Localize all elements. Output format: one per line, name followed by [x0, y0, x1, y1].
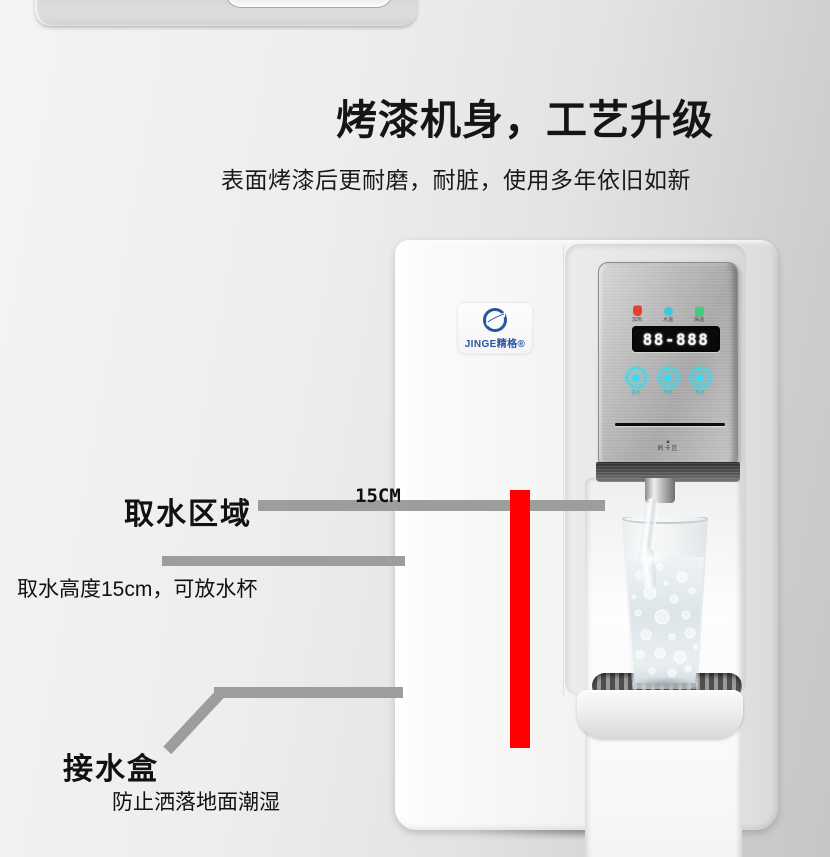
brand-name: JINGE精格® — [464, 338, 526, 350]
control-panel: 加热 水温 保温 88-888 温水 — [598, 262, 738, 468]
drip-tray-base — [577, 690, 743, 738]
status-indicator-row: 加热 水温 保温 — [599, 307, 737, 323]
led-display: 88-888 — [632, 326, 720, 352]
pickup-note-callout-line — [162, 556, 405, 566]
spout-housing — [596, 462, 740, 482]
heating-icon — [632, 307, 642, 316]
hot-water-icon — [689, 367, 711, 388]
brand-badge: JINGE精格® — [457, 302, 533, 354]
pickup-area-note: 取水高度15cm，可放水杯 — [17, 578, 258, 601]
glass-water — [626, 557, 704, 683]
previous-product-tray — [225, 0, 393, 8]
card-slot — [615, 423, 725, 426]
glass-base — [632, 677, 698, 689]
tray-callout-line-horizontal — [214, 687, 403, 698]
height-measure-bar — [510, 490, 530, 748]
pickup-area-callout-line — [258, 500, 605, 511]
temp-indicator: 水温 — [661, 307, 675, 323]
jinge-logo-icon — [483, 307, 507, 332]
keepwarm-indicator: 保温 — [692, 307, 706, 323]
page-title: 烤漆机身，工艺升级 — [336, 97, 714, 143]
warm-water-icon — [625, 367, 647, 388]
drip-tray-note: 防止洒落地面潮湿 — [112, 791, 280, 814]
water-bubbles — [631, 563, 699, 678]
boiling-water-button[interactable]: 开水 — [656, 367, 680, 396]
warm-water-button[interactable]: 温水 — [624, 367, 648, 396]
keepwarm-icon — [694, 307, 704, 316]
water-glass — [622, 517, 708, 689]
touch-button-row: 温水 开水 热水 — [599, 367, 737, 396]
temp-icon — [663, 307, 673, 316]
card-swipe-area: ▲ 刷卡区 — [599, 439, 737, 453]
tray-callout-line-diagonal — [163, 686, 228, 755]
pickup-area-label: 取水区域 — [124, 498, 252, 531]
card-area-label: 刷卡区 — [657, 446, 679, 452]
card-arrow-icon: ▲ — [665, 439, 671, 445]
hot-water-button[interactable]: 热水 — [688, 367, 712, 396]
water-dispenser: JINGE精格® 加热 水温 保温 88-888 — [395, 240, 778, 857]
page-subtitle: 表面烤漆后更耐磨，耐脏，使用多年依旧如新 — [221, 167, 691, 193]
body-seam — [563, 244, 564, 696]
height-measurement-label: 15CM — [355, 485, 401, 507]
heating-indicator: 加热 — [630, 307, 644, 323]
display-digits: 88-888 — [642, 329, 710, 349]
previous-product-bottom — [35, 0, 417, 26]
water-splash — [632, 552, 670, 566]
drip-tray-label: 接水盒 — [63, 753, 159, 786]
boiling-water-icon — [657, 367, 679, 388]
